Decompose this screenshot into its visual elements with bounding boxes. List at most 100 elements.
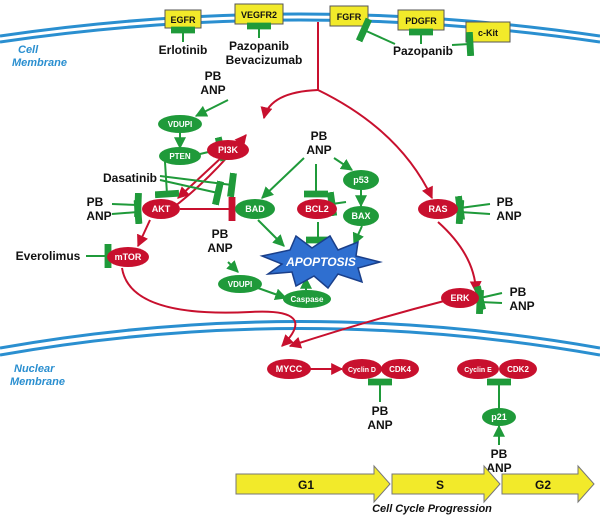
node-p53-label: p53 xyxy=(353,175,369,185)
receptor-fgfr-label: FGFR xyxy=(337,12,362,22)
node-mtor-label: mTOR xyxy=(115,252,142,262)
trunk-to-ras-arrow xyxy=(317,89,433,200)
node-erk: ERK xyxy=(441,288,479,308)
drug-dasatinib: Dasatinib xyxy=(103,171,157,185)
anp-label: ANP xyxy=(486,461,511,475)
drug-pazopanib-left: Pazopanib xyxy=(229,39,289,53)
node-caspase: Caspase xyxy=(283,290,331,308)
pb-label: PB xyxy=(205,69,222,83)
receptor-pdgfr-label: PDGFR xyxy=(405,16,437,26)
phase-g1-label: G1 xyxy=(298,478,314,492)
treatment-bad-bcl2-p53: PB ANP xyxy=(306,129,331,157)
node-p21: p21 xyxy=(482,408,516,426)
node-p53: p53 xyxy=(343,170,379,190)
node-myc: MYCC xyxy=(267,359,311,379)
node-akt-label: AKT xyxy=(152,204,171,214)
node-bcl2: BCL2 xyxy=(297,199,337,219)
dasatinib-inhibition-2 xyxy=(159,179,224,206)
node-myc-label: MYCC xyxy=(276,364,303,374)
node-pten: PTEN xyxy=(159,147,201,165)
pb-label: PB xyxy=(497,195,514,209)
node-akt: AKT xyxy=(142,199,180,219)
pb-inhibits-ras-2 xyxy=(455,199,491,225)
apoptosis-label: APOPTOSIS xyxy=(285,255,356,269)
pb-inhibits-erk-1 xyxy=(473,285,503,311)
node-mtor: mTOR xyxy=(107,247,149,267)
receptor-ckit: c-Kit xyxy=(465,21,511,43)
pazopanib-ckit-inhibition xyxy=(451,31,475,57)
treatment-cyclin-d: PB ANP xyxy=(367,404,392,432)
receptor-fgfr: FGFR xyxy=(329,5,369,27)
pb-to-bad-arrow xyxy=(261,157,305,199)
dasatinib-inhibition-1 xyxy=(159,172,237,198)
treatment-vdupi-top: PB ANP xyxy=(200,69,225,97)
apoptosis-burst: APOPTOSIS xyxy=(259,234,383,290)
node-cyclin-d-label: Cyclin D xyxy=(348,367,376,374)
node-ras: RAS xyxy=(418,199,458,219)
receptor-pdgfr: PDGFR xyxy=(397,9,445,31)
anp-label: ANP xyxy=(306,143,331,157)
node-cdk2-label: CDK2 xyxy=(507,365,529,374)
drug-bevacizumab: Bevacizumab xyxy=(226,53,303,67)
node-bax-label: BAX xyxy=(351,211,370,221)
node-bad: BAD xyxy=(235,199,275,219)
treatment-erk: PB ANP xyxy=(509,285,534,313)
pb-inhibits-akt-1 xyxy=(111,192,142,218)
node-vdupi-top: VDUPI xyxy=(158,115,202,133)
pb-to-vdupi-top-arrow xyxy=(194,99,229,117)
treatment-p21: PB ANP xyxy=(486,447,511,475)
node-vdupi-top-label: VDUPI xyxy=(168,120,192,129)
receptor-vegfr2: VEGFR2 xyxy=(234,3,284,25)
pb-label: PB xyxy=(311,129,328,143)
trunk-to-pi3k-arrow xyxy=(260,89,319,120)
node-cdk4-label: CDK4 xyxy=(389,365,411,374)
pb-label: PB xyxy=(87,195,104,209)
cell-cycle-phase-g2: G2 xyxy=(501,464,595,504)
akt-to-mtor-arrow xyxy=(137,219,151,248)
cell-cycle-phase-s: S xyxy=(391,464,501,504)
phase-g2-label: G2 xyxy=(535,478,551,492)
node-pi3k: PI3K xyxy=(207,140,249,160)
node-vdupi-bottom: VDUPI xyxy=(218,275,262,293)
node-p21-label: p21 xyxy=(491,412,507,422)
receptor-vegfr2-label: VEGFR2 xyxy=(241,10,277,20)
nuclear-membrane xyxy=(0,320,600,357)
anp-label: ANP xyxy=(207,241,232,255)
pb-label: PB xyxy=(372,404,389,418)
node-cyclin-e-cdk2: Cyclin E CDK2 xyxy=(457,359,537,379)
anp-label: ANP xyxy=(496,209,521,223)
pi3k-to-akt-arrow xyxy=(177,156,223,199)
node-bcl2-label: BCL2 xyxy=(305,204,329,214)
pb-to-p53-arrow xyxy=(333,157,353,171)
receptor-ckit-label: c-Kit xyxy=(478,28,498,38)
node-cyclin-d-cdk4: Cyclin D CDK4 xyxy=(342,359,419,379)
pb-to-vdupi-bottom-arrow xyxy=(226,260,239,273)
mtor-to-myc-arrow xyxy=(121,267,297,347)
ras-to-erk-arrow xyxy=(437,221,482,294)
treatment-akt: PB ANP xyxy=(86,195,111,223)
pb-label: PB xyxy=(510,285,527,299)
node-ras-label: RAS xyxy=(428,204,447,214)
pb-inhibits-erk-2 xyxy=(476,289,503,315)
node-caspase-label: Caspase xyxy=(291,295,324,304)
node-pi3k-label: PI3K xyxy=(218,145,239,155)
anp-label: ANP xyxy=(367,418,392,432)
node-cyclin-e-label: Cyclin E xyxy=(464,367,492,374)
pazopanib-fgfr-inhibition xyxy=(355,17,396,45)
treatment-ras: PB ANP xyxy=(496,195,521,223)
bad-to-apoptosis-arrow xyxy=(257,219,285,247)
node-bax: BAX xyxy=(343,206,379,226)
node-pten-label: PTEN xyxy=(169,152,191,161)
node-erk-label: ERK xyxy=(450,293,470,303)
drug-erlotinib: Erlotinib xyxy=(159,43,208,57)
cell-cycle-phase-g1: G1 xyxy=(235,464,391,504)
nuclear-membrane-label-line2: Membrane xyxy=(10,376,65,388)
pb-inhibits-ras-1 xyxy=(455,195,491,221)
pb-inhibits-akt-2 xyxy=(111,199,143,225)
erk-to-myc-arrow xyxy=(288,299,449,349)
anp-label: ANP xyxy=(200,83,225,97)
pb-label: PB xyxy=(212,227,229,241)
p53-inhibits-bcl2 xyxy=(326,191,347,217)
vdupi-to-caspase-arrow xyxy=(257,287,288,301)
